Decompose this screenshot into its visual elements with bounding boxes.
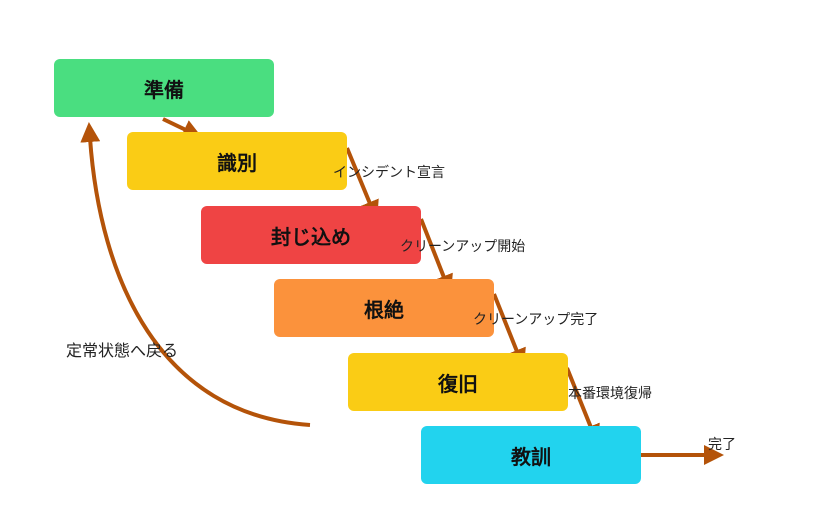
arrow-identify-to-contain (345, 147, 379, 221)
stage-identification: 識別 (127, 132, 347, 190)
arrow-loop-back (80, 122, 311, 427)
stage-preparation: 準備 (54, 59, 274, 117)
transition-label-cleanup-done: クリーンアップ完了 (473, 312, 599, 328)
transition-label-prod-return: 本番環境復帰 (568, 386, 652, 402)
arrow-prep-to-identify (162, 117, 203, 139)
arrow-eradicate-to-recover (492, 293, 526, 369)
stage-eradication: 根絶 (274, 279, 494, 337)
arrow-contain-to-eradicate (419, 218, 453, 295)
transition-label-declare: インシデント宣言 (333, 165, 445, 181)
stage-lessons-learned: 教訓 (421, 426, 641, 484)
stage-containment: 封じ込め (201, 206, 421, 264)
transition-label-cleanup-start: クリーンアップ開始 (400, 239, 526, 255)
arrow-recover-to-lessons (565, 367, 600, 445)
transition-label-done: 完了 (708, 437, 736, 453)
loop-label: 定常状態へ戻る (66, 341, 179, 360)
stage-recovery: 復旧 (348, 353, 568, 411)
